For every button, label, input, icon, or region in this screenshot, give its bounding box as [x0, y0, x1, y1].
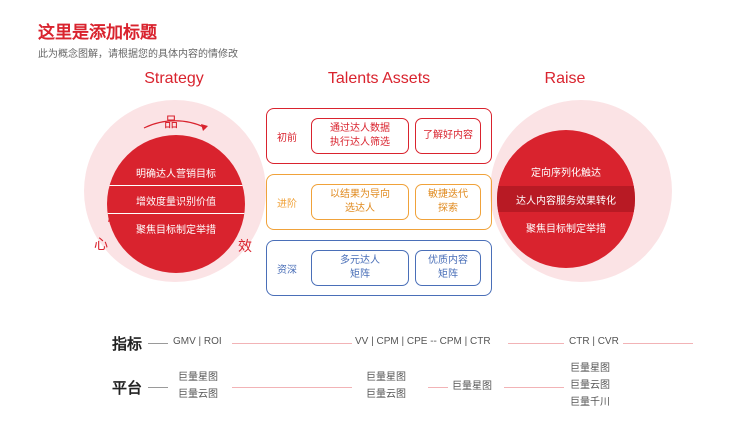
platforms-connector: [148, 387, 168, 388]
stage-beginner-item-2: 了解好内容: [415, 118, 481, 154]
platform-divider-1: [232, 387, 352, 388]
stage-label-beginner: 初前: [277, 132, 297, 144]
platforms-label: 平台: [112, 380, 143, 397]
stage-senior-item-2: 优质内容 矩阵: [415, 250, 481, 286]
platform-divider-3: [504, 387, 564, 388]
stage-senior-item-1: 多元达人 矩阵: [311, 250, 409, 286]
stage-label-advanced: 进阶: [277, 198, 297, 210]
strategy-char-left: 心: [94, 236, 108, 252]
metrics-connector: [148, 343, 168, 344]
stage-label-senior: 资深: [277, 264, 297, 276]
metric-divider-2: [508, 343, 564, 344]
raise-heading: Raise: [544, 70, 586, 87]
stage-row-beginner: 初前 通过达人数据 执行达人筛选 了解好内容: [266, 108, 492, 164]
strategy-inner-circle: 明确达人营销目标 增效度量识别价值 聚焦目标制定举措: [107, 135, 245, 273]
page-title: 这里是添加标题: [38, 23, 157, 42]
stage-advanced-item-2: 敏捷迭代 探索: [415, 184, 481, 220]
metric-raise: CTR | CVR: [569, 336, 619, 347]
talents-heading: Talents Assets: [327, 70, 431, 87]
raise-band-1: 定向序列化触达: [497, 158, 635, 184]
page-subtitle: 此为概念图解，请根据您的具体内容的情修改: [38, 49, 238, 60]
metrics-label: 指标: [112, 336, 143, 353]
raise-band-2: 达人内容服务效果转化: [497, 186, 635, 212]
raise-band-3: 聚焦目标制定举措: [497, 214, 635, 240]
strategy-char-right: 效: [238, 238, 252, 254]
strategy-band-1: 明确达人营销目标: [107, 159, 245, 186]
metric-strategy: GMV | ROI: [173, 336, 222, 347]
stage-row-senior: 资深 多元达人 矩阵 优质内容 矩阵: [266, 240, 492, 296]
metric-talents: VV | CPM | CPE -- CPM | CTR: [355, 336, 491, 347]
metric-divider-1: [232, 343, 352, 344]
raise-inner-circle: 定向序列化触达 达人内容服务效果转化 聚焦目标制定举措: [497, 130, 635, 268]
stage-advanced-item-1: 以结果为导向 选达人: [311, 184, 409, 220]
strategy-char-top: 品: [164, 114, 178, 130]
strategy-band-3: 聚焦目标制定举措: [136, 224, 216, 236]
stage-row-advanced: 进阶 以结果为导向 选达人 敏捷迭代 探索: [266, 174, 492, 230]
stage-beginner-item-1: 通过达人数据 执行达人筛选: [311, 118, 409, 154]
platform-group-4: 巨量星图 巨量云图 巨量千川: [570, 363, 610, 408]
strategy-band-2: 增效度量识别价值: [107, 187, 245, 214]
platform-group-3: 巨量星图: [452, 381, 492, 392]
platform-group-1: 巨量星图 巨量云图: [178, 372, 218, 400]
platform-divider-2: [428, 387, 448, 388]
strategy-heading: Strategy: [144, 70, 204, 87]
platform-group-2: 巨量星图 巨量云图: [366, 372, 406, 400]
metric-divider-3: [623, 343, 693, 344]
